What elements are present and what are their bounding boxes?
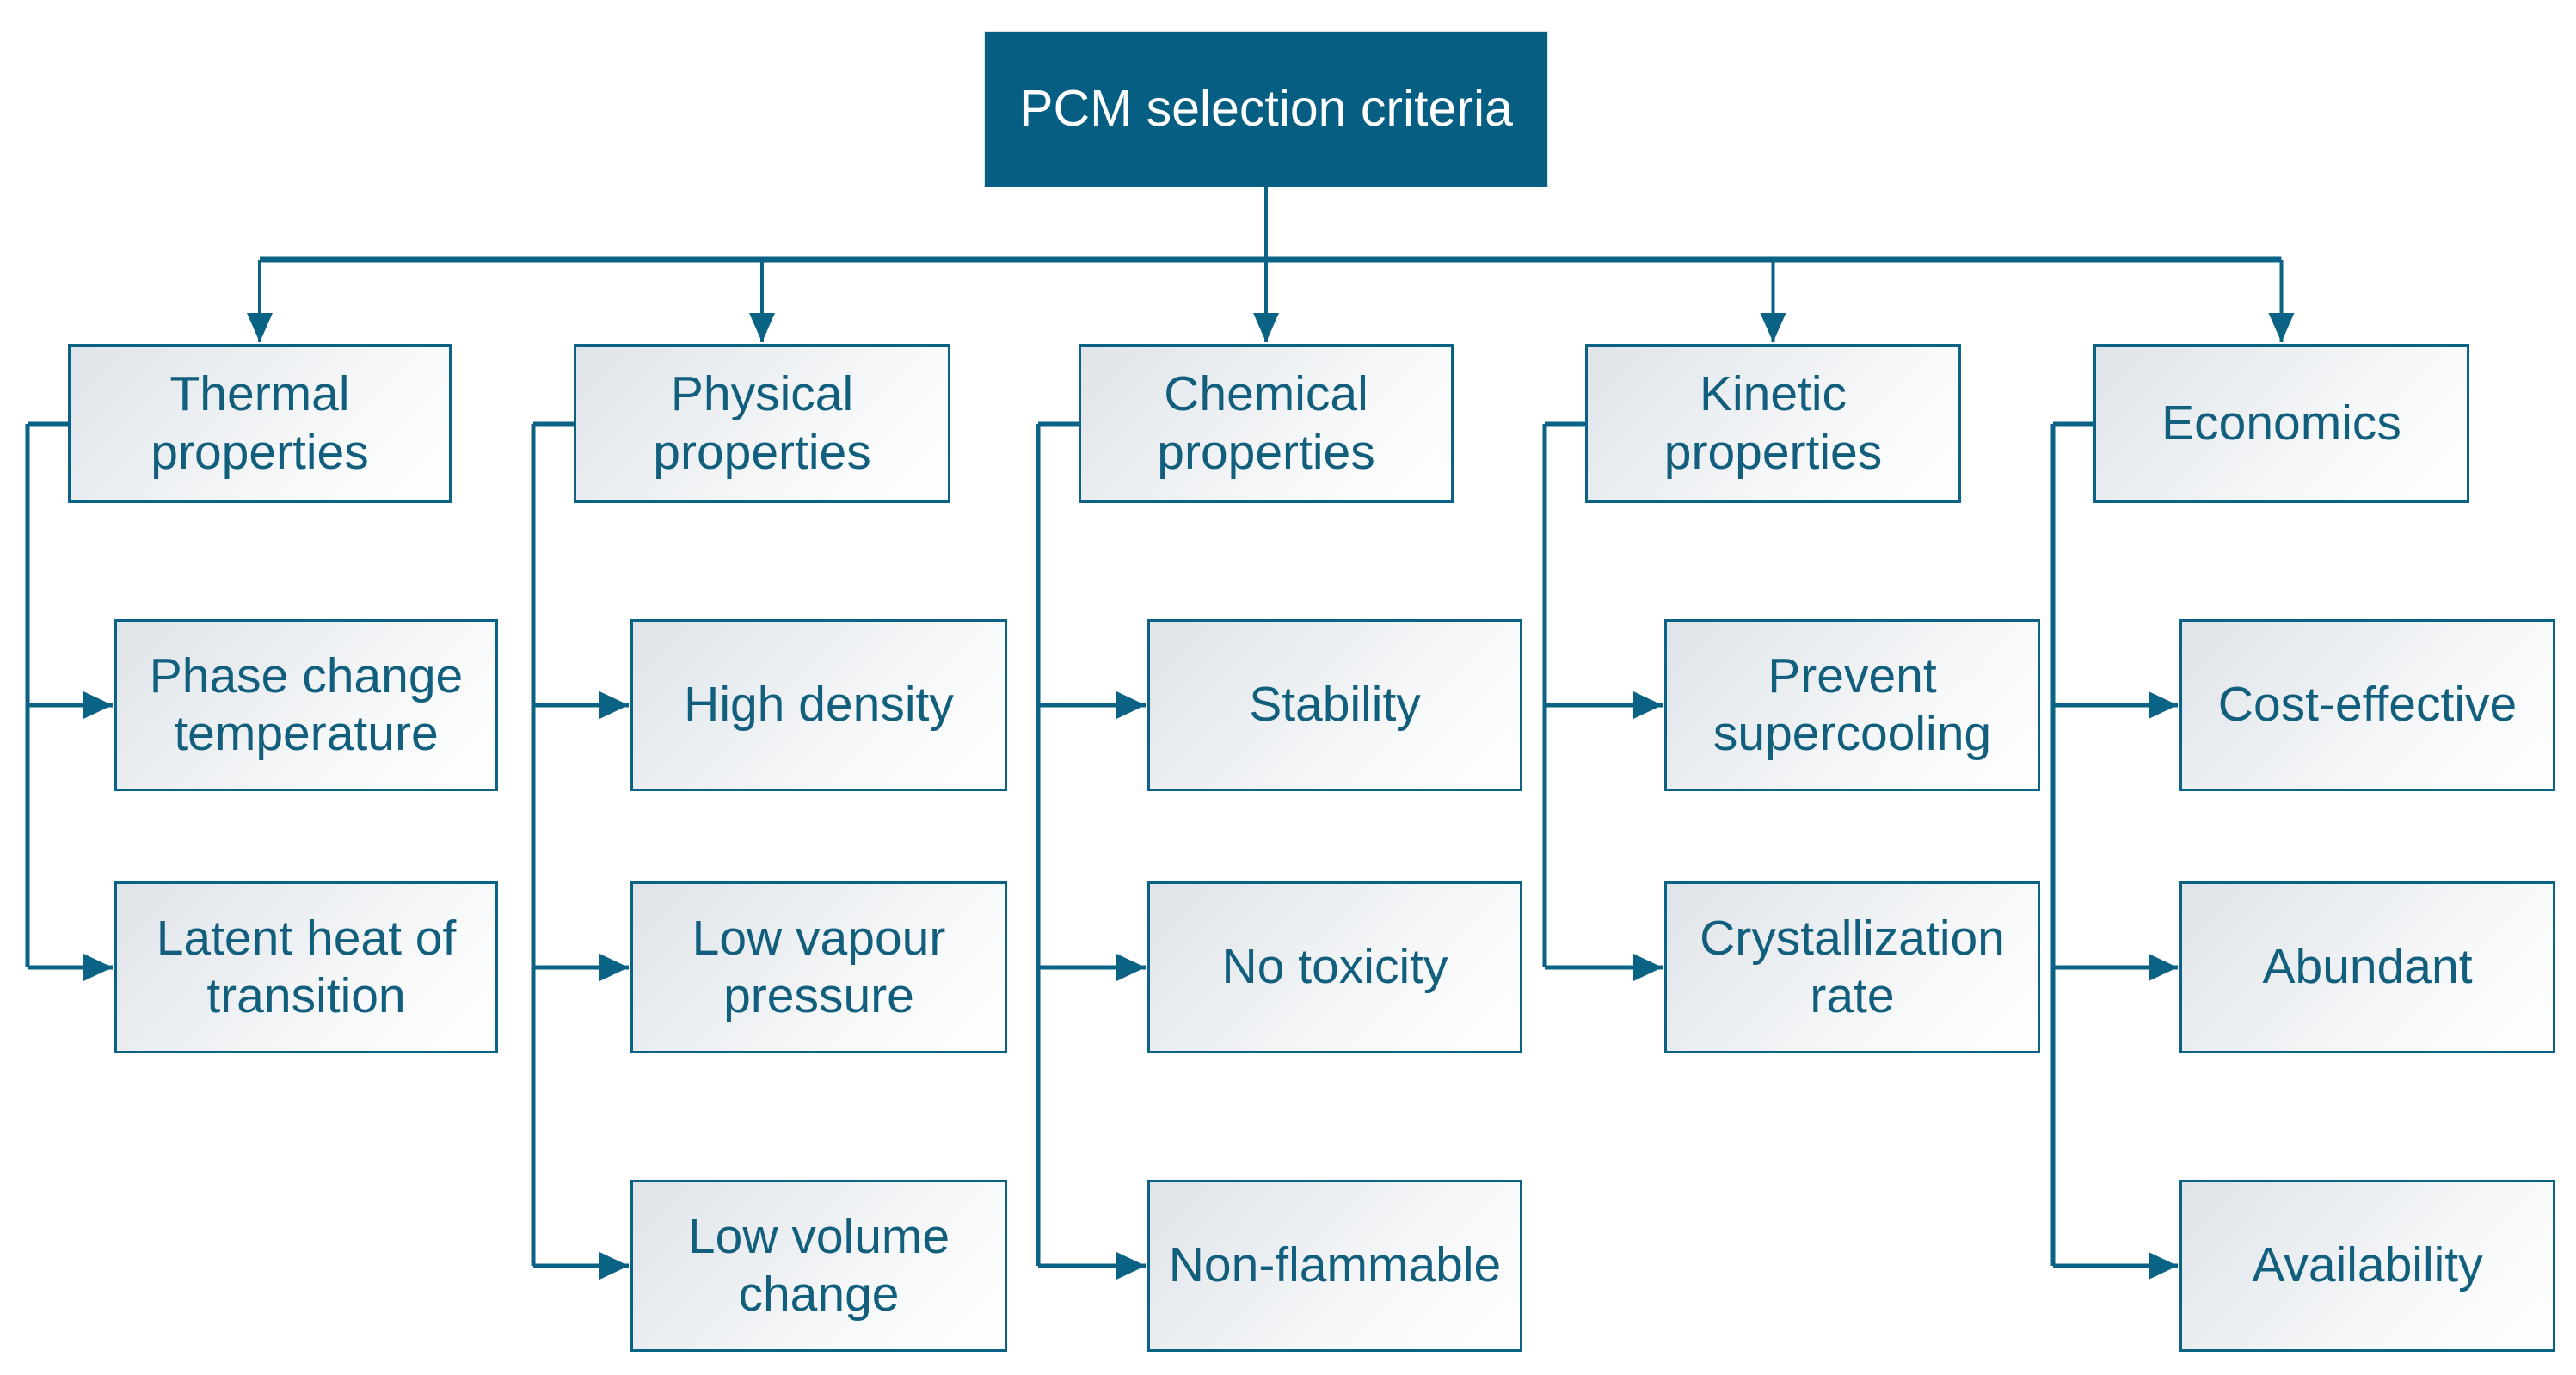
leaf-node-low-volume-change-label: Low volume change [687,1208,950,1322]
branch-node-thermal-label: Thermal properties [151,366,369,480]
branch-node-chemical-label: Chemical properties [1157,366,1375,480]
branch-node-physical-label: Physical properties [653,366,871,480]
leaf-node-prevent-supercooling-label: Prevent supercooling [1712,648,1992,761]
branch-node-economics[interactable]: Economics [2093,344,2469,503]
leaf-node-crystallization-rate-label: Crystallization rate [1700,910,2005,1023]
branch-node-physical[interactable]: Physical properties [574,344,950,503]
leaf-node-phase-change-temperature-label: Phase change temperature [149,648,464,761]
leaf-node-low-vapour-pressure-label: Low vapour pressure [692,910,946,1023]
leaf-node-phase-change-temperature[interactable]: Phase change temperature [114,619,498,791]
leaf-node-high-density[interactable]: High density [630,619,1007,791]
branch-node-thermal[interactable]: Thermal properties [68,344,452,503]
root-node-label: PCM selection criteria [1019,80,1513,138]
leaf-node-stability-label: Stability [1249,677,1421,733]
branch-node-kinetic[interactable]: Kinetic properties [1585,344,1961,503]
leaf-node-availability-label: Availability [2252,1237,2483,1293]
leaf-node-no-toxicity-label: No toxicity [1221,939,1448,995]
leaf-node-availability[interactable]: Availability [2179,1180,2555,1352]
leaf-node-low-volume-change[interactable]: Low volume change [630,1180,1007,1352]
branch-node-economics-label: Economics [2161,395,2401,451]
leaf-node-crystallization-rate[interactable]: Crystallization rate [1664,881,2040,1053]
root-node[interactable]: PCM selection criteria [984,31,1548,187]
leaf-node-low-vapour-pressure[interactable]: Low vapour pressure [630,881,1007,1053]
leaf-node-non-flammable-label: Non-flammable [1168,1237,1502,1293]
leaf-node-non-flammable[interactable]: Non-flammable [1147,1180,1522,1352]
leaf-node-latent-heat-of-transition[interactable]: Latent heat of transition [114,881,498,1053]
leaf-node-high-density-label: High density [684,677,954,733]
branch-node-chemical[interactable]: Chemical properties [1079,344,1454,503]
leaf-node-abundant-label: Abundant [2262,939,2473,995]
leaf-node-cost-effective[interactable]: Cost-effective [2179,619,2555,791]
leaf-node-cost-effective-label: Cost-effective [2217,677,2518,733]
leaf-node-no-toxicity[interactable]: No toxicity [1147,881,1522,1053]
branch-node-kinetic-label: Kinetic properties [1663,366,1883,480]
leaf-node-prevent-supercooling[interactable]: Prevent supercooling [1664,619,2040,791]
leaf-node-abundant[interactable]: Abundant [2179,881,2555,1053]
leaf-node-latent-heat-of-transition-label: Latent heat of transition [156,910,457,1023]
leaf-node-stability[interactable]: Stability [1147,619,1522,791]
